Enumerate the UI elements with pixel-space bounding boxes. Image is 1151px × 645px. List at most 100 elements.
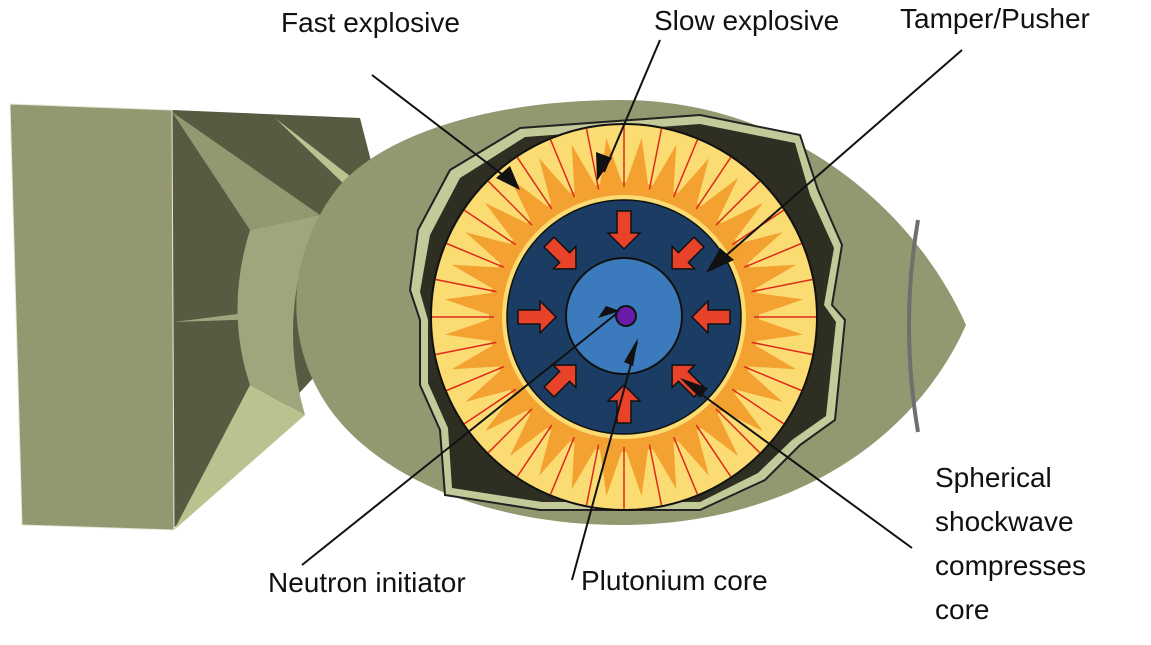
leader-arrowheads (496, 152, 734, 398)
label-shockwave-line1: Spherical (935, 462, 1052, 493)
detonator-line (435, 341, 497, 356)
slow-explosive-lens (650, 437, 677, 490)
fin-upper-thin (275, 118, 355, 185)
leader-tamper (713, 49, 963, 267)
detonator-line (463, 209, 517, 246)
arrowhead-tamper (706, 248, 734, 273)
slow-explosive-lens (624, 444, 649, 497)
leader-shockwave (685, 382, 913, 549)
compression-arrow (543, 236, 577, 270)
compression-arrow (517, 299, 558, 335)
compression-arrow (690, 299, 731, 335)
compression-arrow (543, 364, 577, 398)
slow-explosive-lens (509, 409, 552, 457)
detonator-line (743, 366, 802, 392)
slow-explosive-lens (484, 389, 532, 432)
slow-explosive-lens (744, 343, 797, 370)
slow-explosive-lens (509, 177, 552, 225)
detonator-line (673, 139, 699, 198)
compression-arrow-shape (606, 383, 642, 424)
slow-explosive-lens (539, 425, 574, 476)
slow-explosive-lens (716, 202, 764, 245)
compression-arrow-shape (671, 236, 705, 270)
detonator-line (585, 128, 600, 190)
detonator-line (585, 444, 600, 506)
label-fast-explosive: Fast explosive (281, 7, 460, 38)
arrowhead-initiator (598, 306, 620, 318)
slow-explosive-lens (539, 158, 574, 209)
label-shockwave: Spherical shockwave compresses core (935, 456, 1086, 632)
detonator-line (435, 278, 497, 293)
detonator-line (516, 156, 553, 210)
neutron-initiator (615, 305, 637, 327)
label-plutonium-core: Plutonium core (581, 565, 768, 596)
slow-explosive-lens (732, 367, 783, 402)
label-neutron-initiator: Neutron initiator (268, 567, 466, 598)
arrowhead-slow-explosive (596, 152, 612, 181)
detonator-line (463, 388, 517, 425)
fin-upper-light (172, 112, 320, 230)
detonator-line (731, 388, 785, 425)
detonator-lines (432, 125, 816, 509)
detonator-line (695, 156, 732, 210)
compression-arrow-shape (606, 210, 642, 251)
compression-arrow-shape (517, 299, 558, 335)
detonator-line (648, 444, 663, 506)
label-shockwave-line2: shockwave (935, 506, 1074, 537)
detonator-line (648, 128, 663, 190)
slow-explosive-lens (465, 367, 516, 402)
slow-explosive-lens (465, 232, 516, 267)
slow-explosive-lens (599, 137, 624, 190)
label-tamper-pusher: Tamper/Pusher (900, 3, 1090, 34)
slow-explosive-lens (674, 158, 709, 209)
slow-explosive-lens (650, 144, 677, 197)
slow-explosive-lens (451, 264, 504, 291)
leader-fast-explosive (371, 74, 517, 186)
detonator-line (446, 366, 505, 392)
compression-arrow (606, 383, 642, 424)
arrowhead-shockwave (680, 378, 708, 398)
detonator-line (695, 424, 732, 478)
tail-box-front (9, 103, 175, 531)
compression-arrow (606, 210, 642, 251)
detonator-line (715, 180, 761, 226)
detonator-line (516, 424, 553, 478)
slow-explosive-lens (751, 292, 804, 317)
detonator-line (549, 436, 575, 495)
slow-explosive-lens (451, 343, 504, 370)
slow-explosive-lens (624, 137, 649, 190)
fin-lower-light (174, 385, 305, 530)
slow-explosive-lens (484, 202, 532, 245)
label-shockwave-line4: core (935, 594, 990, 625)
slow-explosive-lens (444, 292, 497, 317)
detonator-line (751, 341, 813, 356)
detonator-line (487, 408, 533, 454)
slow-explosive-lens (751, 317, 804, 342)
slow-explosive-lens (696, 409, 739, 457)
leader-slow-explosive (603, 39, 661, 173)
detonator-line (487, 180, 533, 226)
compression-arrow-shape (543, 236, 577, 270)
tail-collar (237, 215, 320, 415)
slow-explosive-lens (571, 144, 598, 197)
slow-explosive-lens (674, 425, 709, 476)
detonator-line (446, 242, 505, 268)
detonator-line (549, 139, 575, 198)
compression-arrow-shape (543, 364, 577, 398)
slow-explosive-lens (444, 317, 497, 342)
compression-arrow (671, 236, 705, 270)
label-shockwave-line3: compresses (935, 550, 1086, 581)
nose-ring (907, 219, 920, 433)
slow-explosive-lens (696, 177, 739, 225)
arrowhead-core (624, 338, 638, 366)
detonator-line (673, 436, 699, 495)
detonator-line (751, 278, 813, 293)
slow-explosive-lens (716, 389, 764, 432)
detonator-line (743, 242, 802, 268)
leader-lines (301, 39, 963, 581)
slow-explosive-lens (732, 232, 783, 267)
leader-plutonium-core (571, 341, 638, 581)
slow-explosive-lens (571, 437, 598, 490)
slow-explosive-lens (744, 264, 797, 291)
